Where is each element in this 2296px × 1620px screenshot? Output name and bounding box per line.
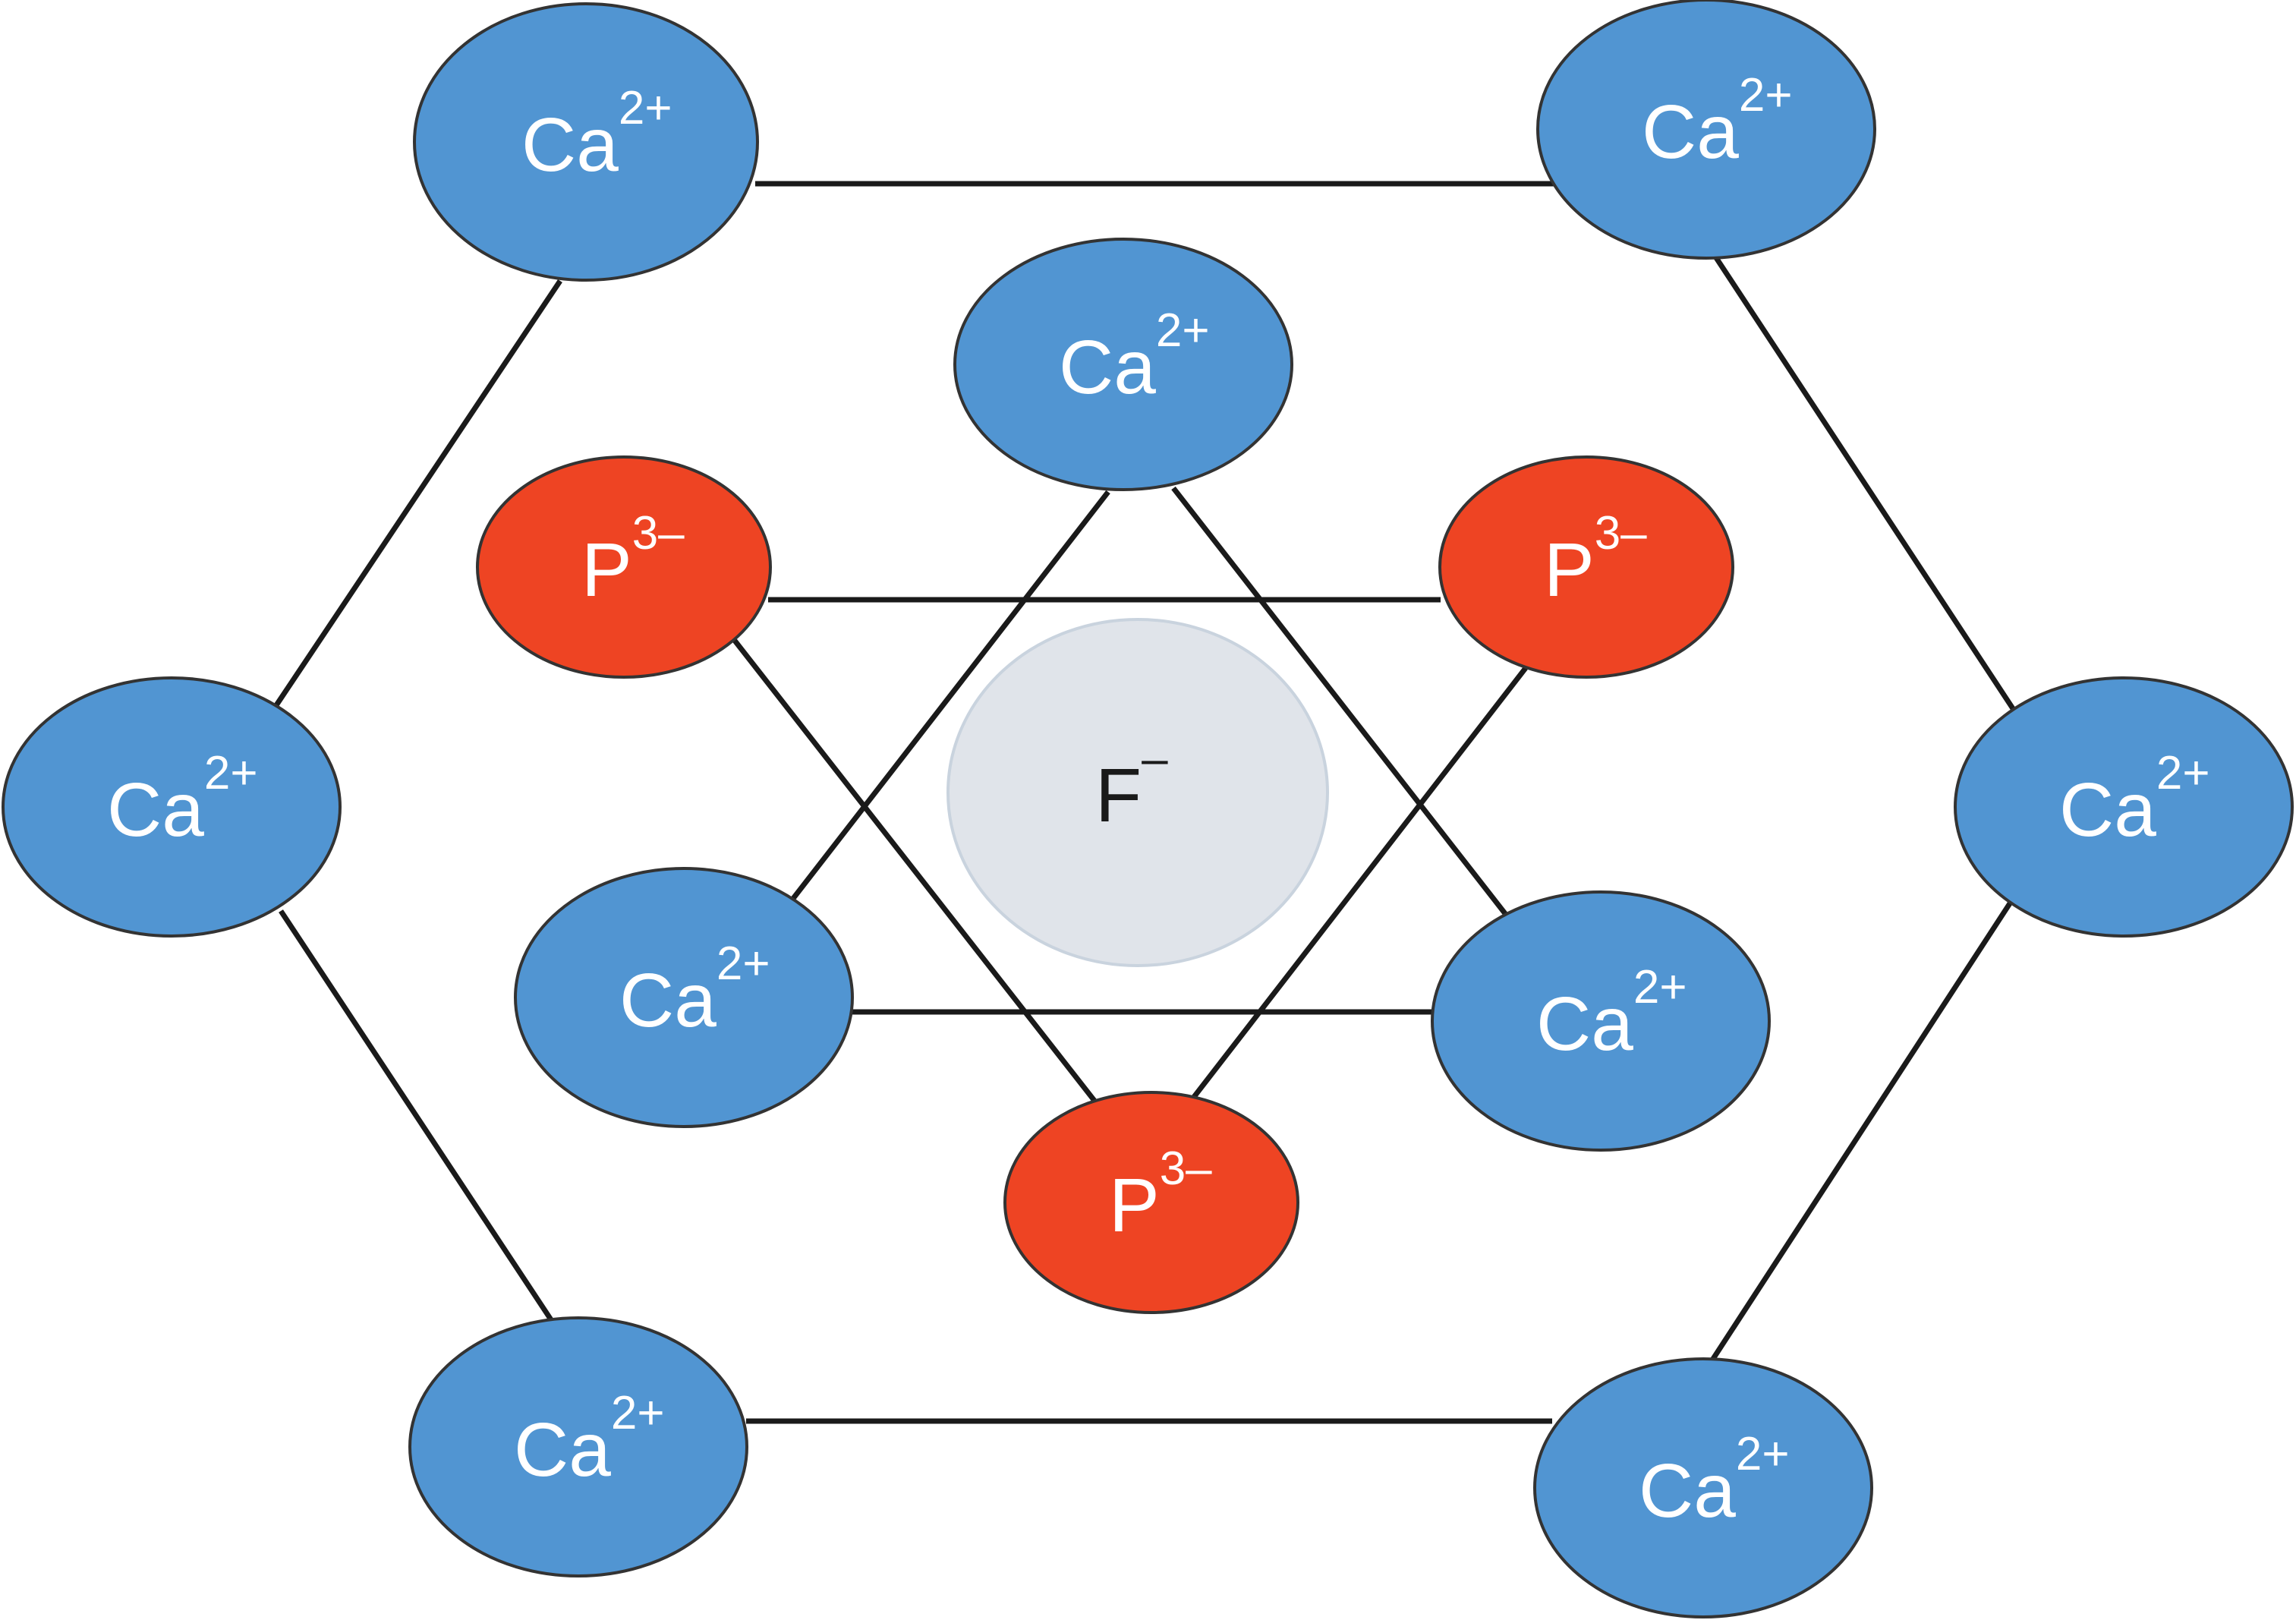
ion-label: P3– [1544,507,1647,613]
bond-ca-outer-left-to-ca-outer-top-left [271,279,562,711]
charge-superscript: 3– [1160,1143,1212,1195]
calcium-ion-ellipse [1954,676,2294,938]
charge-superscript: 2+ [204,747,258,799]
element-symbol: P [1109,1163,1160,1248]
ion-label: P3– [581,507,685,613]
bond-ca-outer-right-to-ca-outer-bottom-right [1709,902,2012,1363]
ion-label: Ca2+ [514,1387,665,1492]
ion-label: Ca2+ [1536,961,1687,1067]
element-symbol: Ca [1059,325,1156,410]
ion-label: Ca2+ [107,747,258,853]
ion-label: Ca2+ [619,938,770,1043]
element-symbol: F [1095,753,1142,838]
element-symbol: Ca [1639,1448,1736,1533]
ion-label: F– [1095,733,1168,838]
calcium-ion-ellipse [413,2,759,282]
fluoride-ion-ellipse [946,618,1329,967]
bond-p-inner-bottom-to-p-inner-top-left [730,635,1097,1103]
charge-superscript: 2+ [619,82,672,134]
ion-label: Ca2+ [1639,1428,1790,1533]
ion-node-ca-outer-top-left: Ca2+ [413,2,759,282]
ion-label: Ca2+ [1642,69,1793,175]
bond-ca-outer-bottom-left-to-ca-outer-left [279,909,554,1322]
element-symbol: Ca [619,958,717,1043]
charge-superscript: 2+ [1736,1428,1790,1480]
element-symbol: Ca [1536,982,1633,1067]
charge-superscript: 3– [632,507,685,559]
charge-superscript: 2+ [1633,961,1687,1013]
ion-node-ca-inner-top: Ca2+ [953,238,1293,491]
ion-node-p-inner-top-right: P3– [1438,455,1734,679]
ion-node-ca-outer-bottom-left: Ca2+ [408,1316,748,1577]
ion-node-p-inner-top-left: P3– [476,455,772,679]
element-symbol: Ca [107,767,204,853]
ion-node-ca-outer-top-right: Ca2+ [1536,0,1876,260]
ion-node-ca-inner-left: Ca2+ [514,867,854,1128]
ion-label: Ca2+ [1059,304,1210,410]
charge-superscript: – [1142,733,1168,785]
calcium-ion-ellipse [1431,890,1771,1152]
element-symbol: P [581,528,632,613]
bond-p-inner-top-right-to-p-inner-bottom [1192,666,1528,1099]
ion-node-f-center: F– [946,618,1329,967]
ion-label: Ca2+ [521,82,672,188]
calcium-ion-ellipse [1536,0,1876,260]
element-symbol: P [1544,528,1595,613]
calcium-ion-ellipse [1533,1357,1873,1618]
phosphorus-ion-ellipse [476,455,772,679]
ion-node-ca-outer-bottom-right: Ca2+ [1533,1357,1873,1618]
bond-ca-inner-top-to-ca-inner-left [787,490,1110,906]
ion-label: P3– [1109,1143,1212,1248]
element-symbol: Ca [521,102,619,188]
calcium-ion-ellipse [408,1316,748,1577]
ion-node-ca-outer-right: Ca2+ [1954,676,2294,938]
charge-superscript: 2+ [611,1387,665,1439]
bond-ca-inner-right-to-ca-inner-top [1171,486,1509,918]
charge-superscript: 2+ [717,938,770,990]
charge-superscript: 2+ [1739,69,1793,121]
calcium-ion-ellipse [2,676,342,938]
ion-label: Ca2+ [2059,747,2210,853]
ion-node-ca-inner-right: Ca2+ [1431,890,1771,1152]
phosphorus-ion-ellipse [1438,455,1734,679]
bond-ca-outer-top-right-to-ca-outer-right [1713,255,2017,714]
element-symbol: Ca [514,1407,611,1492]
bonds-layer [271,181,2017,1424]
ion-node-ca-outer-left: Ca2+ [2,676,342,938]
element-symbol: Ca [1642,90,1739,175]
calcium-ion-ellipse [514,867,854,1128]
phosphorus-ion-ellipse [1003,1091,1299,1314]
element-symbol: Ca [2059,767,2156,853]
charge-superscript: 2+ [2156,747,2210,799]
calcium-ion-ellipse [953,238,1293,491]
charge-superscript: 3– [1595,507,1647,559]
ion-node-p-inner-bottom: P3– [1003,1091,1299,1314]
charge-superscript: 2+ [1156,304,1210,357]
